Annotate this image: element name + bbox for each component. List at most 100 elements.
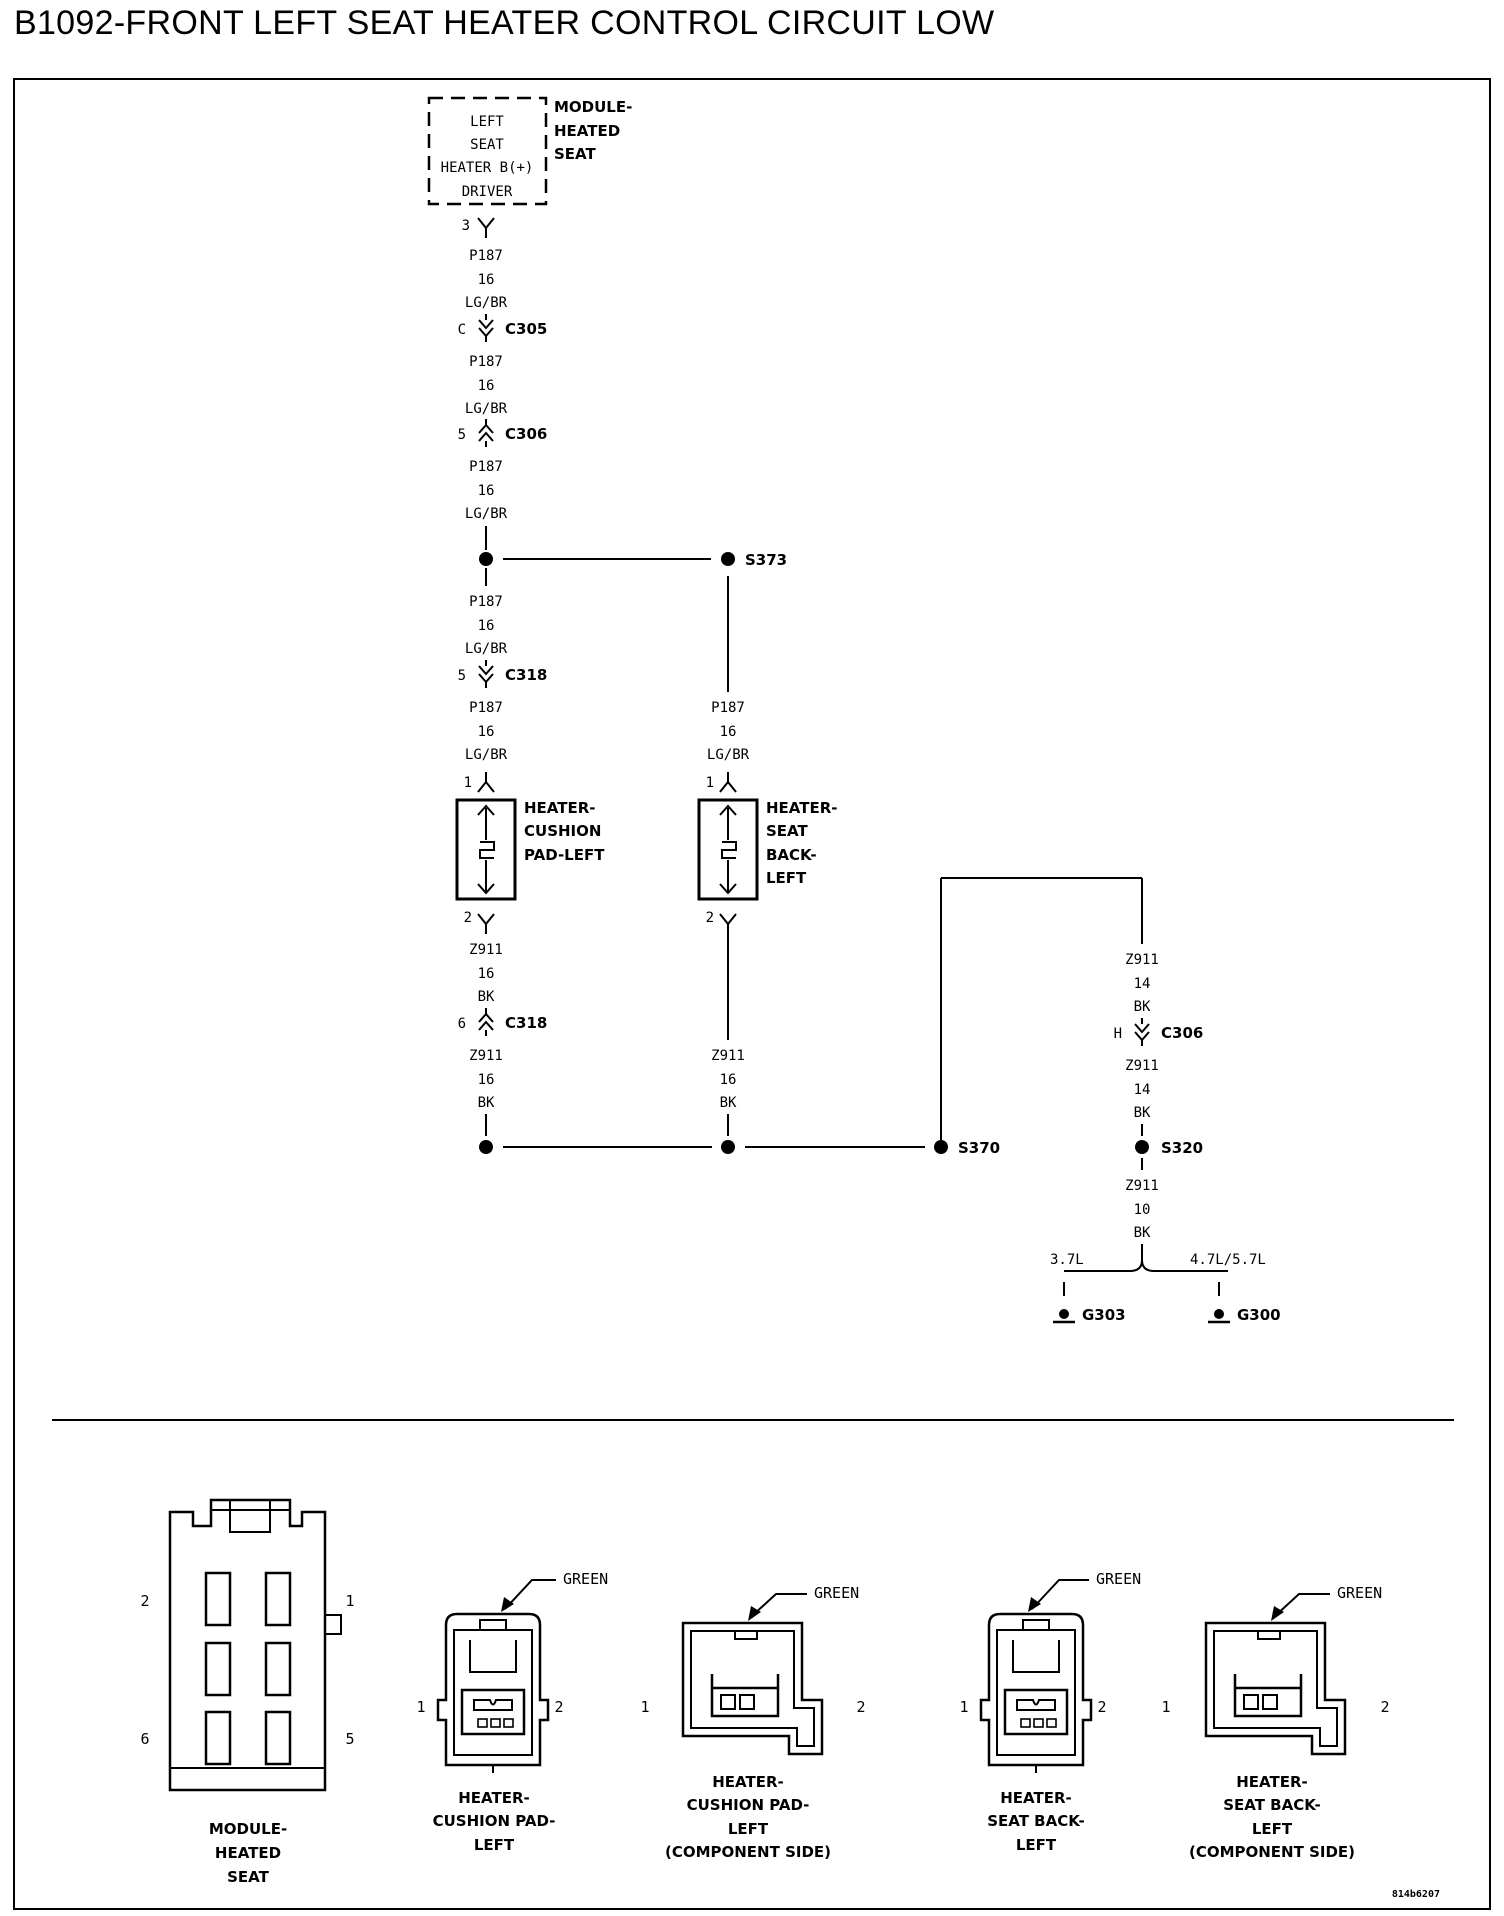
wire-circuit: Z911 <box>711 1048 745 1064</box>
heater-cushion-name: CUSHION <box>524 822 601 840</box>
connector-pin-label: 1 <box>1161 1698 1170 1716</box>
wire-color: BK <box>720 1095 737 1111</box>
connector-pin: 6 <box>458 1016 466 1032</box>
wire-circuit: P187 <box>711 700 745 716</box>
splice-s373: S373 <box>745 551 787 569</box>
connector-label: MODULE- <box>209 1820 287 1838</box>
module-name-line: SEAT <box>554 145 596 163</box>
wire-gauge: 14 <box>1134 976 1151 992</box>
connector-label: (COMPONENT SIDE) <box>665 1843 831 1861</box>
wire-color: BK <box>478 1095 495 1111</box>
heater-pin: 1 <box>706 775 714 791</box>
module-name-line: HEATED <box>554 122 620 140</box>
heater-pin: 1 <box>464 775 472 791</box>
connector-label: SEAT BACK- <box>1223 1796 1321 1814</box>
heater-cushion-name: PAD-LEFT <box>524 846 605 864</box>
wire-circuit: P187 <box>469 700 503 716</box>
wire-circuit: P187 <box>469 594 503 610</box>
engine-option-right: 4.7L/5.7L <box>1190 1252 1266 1268</box>
wire-gauge: 16 <box>478 272 495 288</box>
connector-label: HEATER- <box>712 1773 784 1791</box>
wire-circuit: P187 <box>469 248 503 264</box>
connector-pin-label: 2 <box>856 1698 865 1716</box>
wire-color-label: GREEN <box>814 1584 859 1602</box>
wire-circuit: Z911 <box>469 942 503 958</box>
page-title: B1092-FRONT LEFT SEAT HEATER CONTROL CIR… <box>14 4 995 42</box>
connector-c306: C306 <box>1161 1024 1203 1042</box>
wire-color-label: GREEN <box>1096 1570 1141 1588</box>
connector-view-cushion: GREEN 1 2 HEATER- CUSHION PAD- LEFT <box>416 1570 608 1854</box>
wire-color: LG/BR <box>707 747 750 763</box>
connector-view-seat-back: GREEN 1 2 HEATER- SEAT BACK- LEFT <box>959 1570 1141 1854</box>
wire-circuit: P187 <box>469 459 503 475</box>
connector-c318: C318 <box>505 666 547 684</box>
wire-color: LG/BR <box>465 401 508 417</box>
heater-seat-back-name: SEAT <box>766 822 808 840</box>
connector-pin-label: 1 <box>640 1698 649 1716</box>
heater-seat-back-name: LEFT <box>766 869 807 887</box>
connector-pin-label: 2 <box>554 1698 563 1716</box>
heater-seat-back-element <box>697 798 759 901</box>
module-name-line: MODULE- <box>554 98 632 116</box>
connector-label: CUSHION PAD- <box>687 1796 810 1814</box>
wire-color-label: GREEN <box>563 1570 608 1588</box>
connector-label: LEFT <box>1016 1836 1057 1854</box>
wire-gauge: 16 <box>478 724 495 740</box>
connector-pin: C <box>458 322 466 338</box>
wire-gauge: 16 <box>478 378 495 394</box>
module-pin-number: 3 <box>462 218 470 234</box>
wire-circuit: Z911 <box>1125 1178 1159 1194</box>
connector-pin: H <box>1114 1026 1122 1042</box>
connector-label: LEFT <box>474 1836 515 1854</box>
connector-label: HEATER- <box>1000 1789 1072 1807</box>
wire-color: BK <box>1134 1105 1151 1121</box>
wire-gauge: 14 <box>1134 1082 1151 1098</box>
module-inner-line: SEAT <box>470 137 504 153</box>
connector-label: SEAT BACK- <box>987 1812 1085 1830</box>
ground-g303: G303 <box>1082 1306 1126 1324</box>
wire-gauge: 16 <box>478 966 495 982</box>
connector-pin-label: 1 <box>416 1698 425 1716</box>
wire-color: BK <box>478 989 495 1005</box>
wire-gauge: 16 <box>478 483 495 499</box>
connector-view-seat-back-component: GREEN 1 2 HEATER- SEAT BACK- LEFT (COMPO… <box>1161 1584 1389 1861</box>
connector-label: (COMPONENT SIDE) <box>1189 1843 1355 1861</box>
connector-label: HEATER- <box>1236 1773 1308 1791</box>
connector-pin: 5 <box>458 427 466 443</box>
wire-gauge: 10 <box>1134 1202 1151 1218</box>
module-inner-line: LEFT <box>470 114 504 130</box>
reference-code: 814b6207 <box>1392 1889 1440 1900</box>
wire-color: BK <box>1134 999 1151 1015</box>
connector-pin-label: 1 <box>345 1592 354 1610</box>
connector-c318: C318 <box>505 1014 547 1032</box>
connector-pin-label: 2 <box>1380 1698 1389 1716</box>
module-inner-line: DRIVER <box>462 184 513 200</box>
connector-c306: C306 <box>505 425 547 443</box>
wire-circuit: P187 <box>469 354 503 370</box>
connector-label: SEAT <box>227 1868 269 1886</box>
ground-circuit: S370 Z911 14 BK H C306 Z911 14 BK S320 Z… <box>479 877 1281 1324</box>
connector-pin-label: 2 <box>1097 1698 1106 1716</box>
connector-label: CUSHION PAD- <box>433 1812 556 1830</box>
heater-seat-back-name: HEATER- <box>766 799 838 817</box>
wire-circuit: Z911 <box>469 1048 503 1064</box>
heater-cushion-name: HEATER- <box>524 799 596 817</box>
wire-circuit: Z911 <box>1125 952 1159 968</box>
wire-color: LG/BR <box>465 506 508 522</box>
connector-pin-label: 2 <box>140 1592 149 1610</box>
ground-g300: G300 <box>1237 1306 1281 1324</box>
wire-gauge: 16 <box>478 618 495 634</box>
wire-color: LG/BR <box>465 747 508 763</box>
connector-pin: 5 <box>458 668 466 684</box>
wire-circuit: Z911 <box>1125 1058 1159 1074</box>
connector-pin-label: 6 <box>140 1730 149 1748</box>
connector-view-module: 2 1 6 5 MODULE- HEATED SEAT <box>140 1498 355 1886</box>
heater-pin: 2 <box>706 910 714 926</box>
diagram-frame <box>13 78 1491 1910</box>
wire-gauge: 16 <box>478 1072 495 1088</box>
connector-label: LEFT <box>1252 1820 1293 1838</box>
wire-color: BK <box>1134 1225 1151 1241</box>
wire-color-label: GREEN <box>1337 1584 1382 1602</box>
heater-seat-back-name: BACK- <box>766 846 817 864</box>
